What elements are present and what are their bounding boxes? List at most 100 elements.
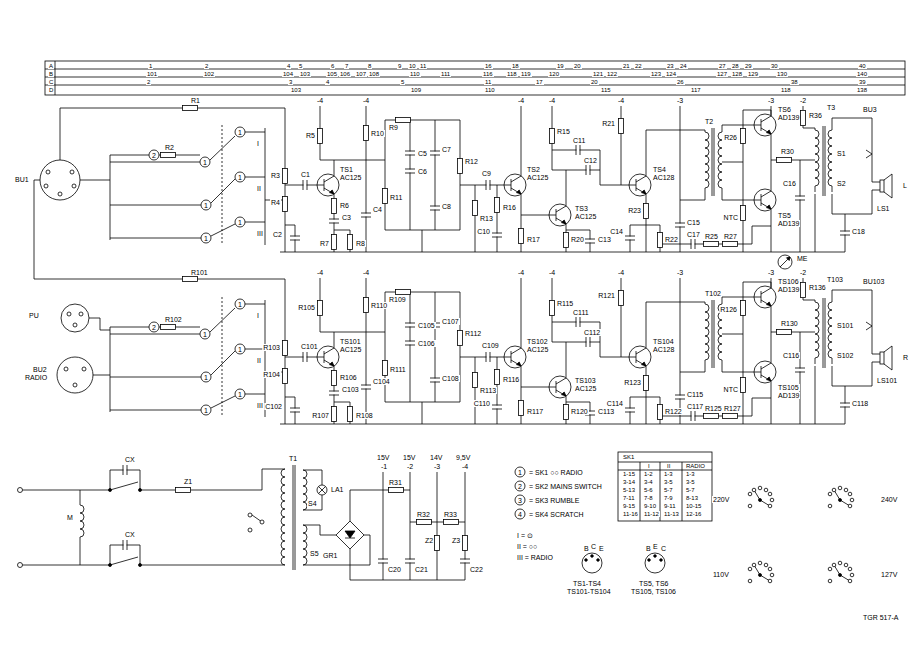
annotation-label: R1	[190, 97, 201, 104]
grid-number: 102	[203, 71, 215, 77]
component-label: R125	[704, 405, 723, 412]
annotation-label: LA1	[330, 486, 344, 493]
component-label: C10	[476, 228, 491, 235]
component-label: -4	[362, 97, 370, 104]
power-supply	[18, 488, 23, 493]
table-cell: 5-6	[643, 487, 654, 493]
annotation-label: 2	[517, 483, 523, 490]
table-cell: 7-11	[622, 495, 636, 501]
component-label: R11	[389, 194, 403, 201]
table-cell: 5-7	[663, 487, 674, 493]
power-supply	[336, 521, 364, 549]
component-label: TS103	[574, 377, 597, 384]
grid-number: 26	[676, 79, 685, 85]
annotation-label: 14V	[429, 454, 443, 461]
schematic-wiring	[18, 61, 906, 583]
annotation-label: 1	[202, 331, 208, 338]
component-label: R121	[597, 292, 616, 299]
input-connectors	[44, 184, 48, 188]
schematic-wiring	[280, 106, 892, 252]
component-label: R111	[389, 366, 407, 373]
annotation-label: III	[256, 402, 264, 409]
component-label: C12	[583, 157, 598, 164]
power-supply	[230, 469, 285, 565]
reference-grid	[45, 61, 905, 95]
annotation-label: = SK3 RUMBLE	[528, 497, 580, 504]
grid-number: 4	[286, 63, 291, 69]
component-label: R17	[526, 236, 541, 243]
component-label: R123	[623, 379, 642, 386]
grid-number: 18	[511, 63, 520, 69]
component-label: C1	[300, 171, 311, 178]
component-label: TS101	[339, 338, 362, 345]
power-supply	[139, 489, 142, 492]
power-supply	[80, 490, 84, 565]
grid-number: 140	[856, 71, 868, 77]
component-label: R15	[556, 128, 571, 135]
table-cell: 9-15	[622, 503, 636, 509]
power-supply	[109, 489, 112, 492]
table-cell: 1-15	[622, 471, 636, 477]
component-label: -3	[767, 269, 775, 276]
annotation-label: II	[256, 185, 262, 192]
annotation-label: I	[256, 312, 260, 319]
power-supply	[248, 528, 252, 532]
annotation-label: 1	[203, 235, 209, 242]
grid-row-letter: D	[48, 87, 54, 93]
component-label: C103	[341, 386, 360, 393]
power-supply	[405, 559, 415, 563]
grid-number: 117	[690, 87, 702, 93]
component-label: TS3	[574, 205, 589, 212]
grid-number: 103	[290, 87, 302, 93]
component-label: C116	[782, 352, 800, 359]
component-label: R6	[339, 202, 350, 209]
component-label: C111	[572, 309, 590, 316]
annotation-label: S4	[307, 500, 318, 507]
schematic-wiring	[748, 486, 774, 508]
power-supply	[139, 564, 142, 567]
grid-number: 17	[535, 79, 544, 85]
component-label: AD139	[777, 392, 800, 399]
grid-number: 103	[299, 71, 311, 77]
power-supply	[444, 520, 459, 525]
input-connectors	[46, 170, 50, 174]
component-label: C108	[441, 375, 460, 382]
grid-number: 29	[744, 63, 753, 69]
transistor-pinout	[648, 559, 651, 562]
annotation-label: C20	[387, 566, 402, 573]
component-label: R10	[370, 130, 385, 137]
annotation-label: 9,5V	[455, 454, 471, 461]
component-label: C8	[441, 203, 452, 210]
grid-number: 16	[484, 63, 493, 69]
input-connectors	[89, 318, 110, 330]
power-supply	[18, 465, 471, 580]
component-label: AC125	[526, 346, 549, 353]
annotation-label: E	[598, 545, 605, 552]
switch-table-grid	[618, 452, 712, 521]
component-label: TS106	[777, 278, 800, 285]
table-cell: 11-16	[622, 511, 639, 517]
component-label: C117	[686, 403, 704, 410]
annotation-label: -3	[433, 463, 441, 470]
component-label: R116	[502, 376, 520, 383]
grid-number: 1	[148, 63, 153, 69]
annotation-label: C	[590, 543, 597, 550]
grid-number: 101	[146, 71, 158, 77]
component-label: NTC	[723, 214, 739, 221]
component-label: LS101	[876, 377, 898, 384]
component-label: R105	[297, 304, 316, 311]
grid-number: 123	[650, 71, 662, 77]
annotation-label: Z3	[451, 537, 461, 544]
annotation-label: 1	[203, 407, 209, 414]
table-cell: 5-7	[685, 487, 696, 493]
component-label: R23	[627, 207, 642, 214]
component-label: AC125	[526, 174, 549, 181]
component-label: C9	[481, 170, 492, 177]
grid-number: 10	[408, 63, 417, 69]
grid-number: 108	[368, 71, 380, 77]
component-label: R20	[570, 236, 585, 243]
grid-number: 116	[482, 71, 494, 77]
grid-number: 121	[592, 71, 604, 77]
grid-number: 122	[606, 71, 618, 77]
annotation-label: 220V	[712, 496, 730, 503]
